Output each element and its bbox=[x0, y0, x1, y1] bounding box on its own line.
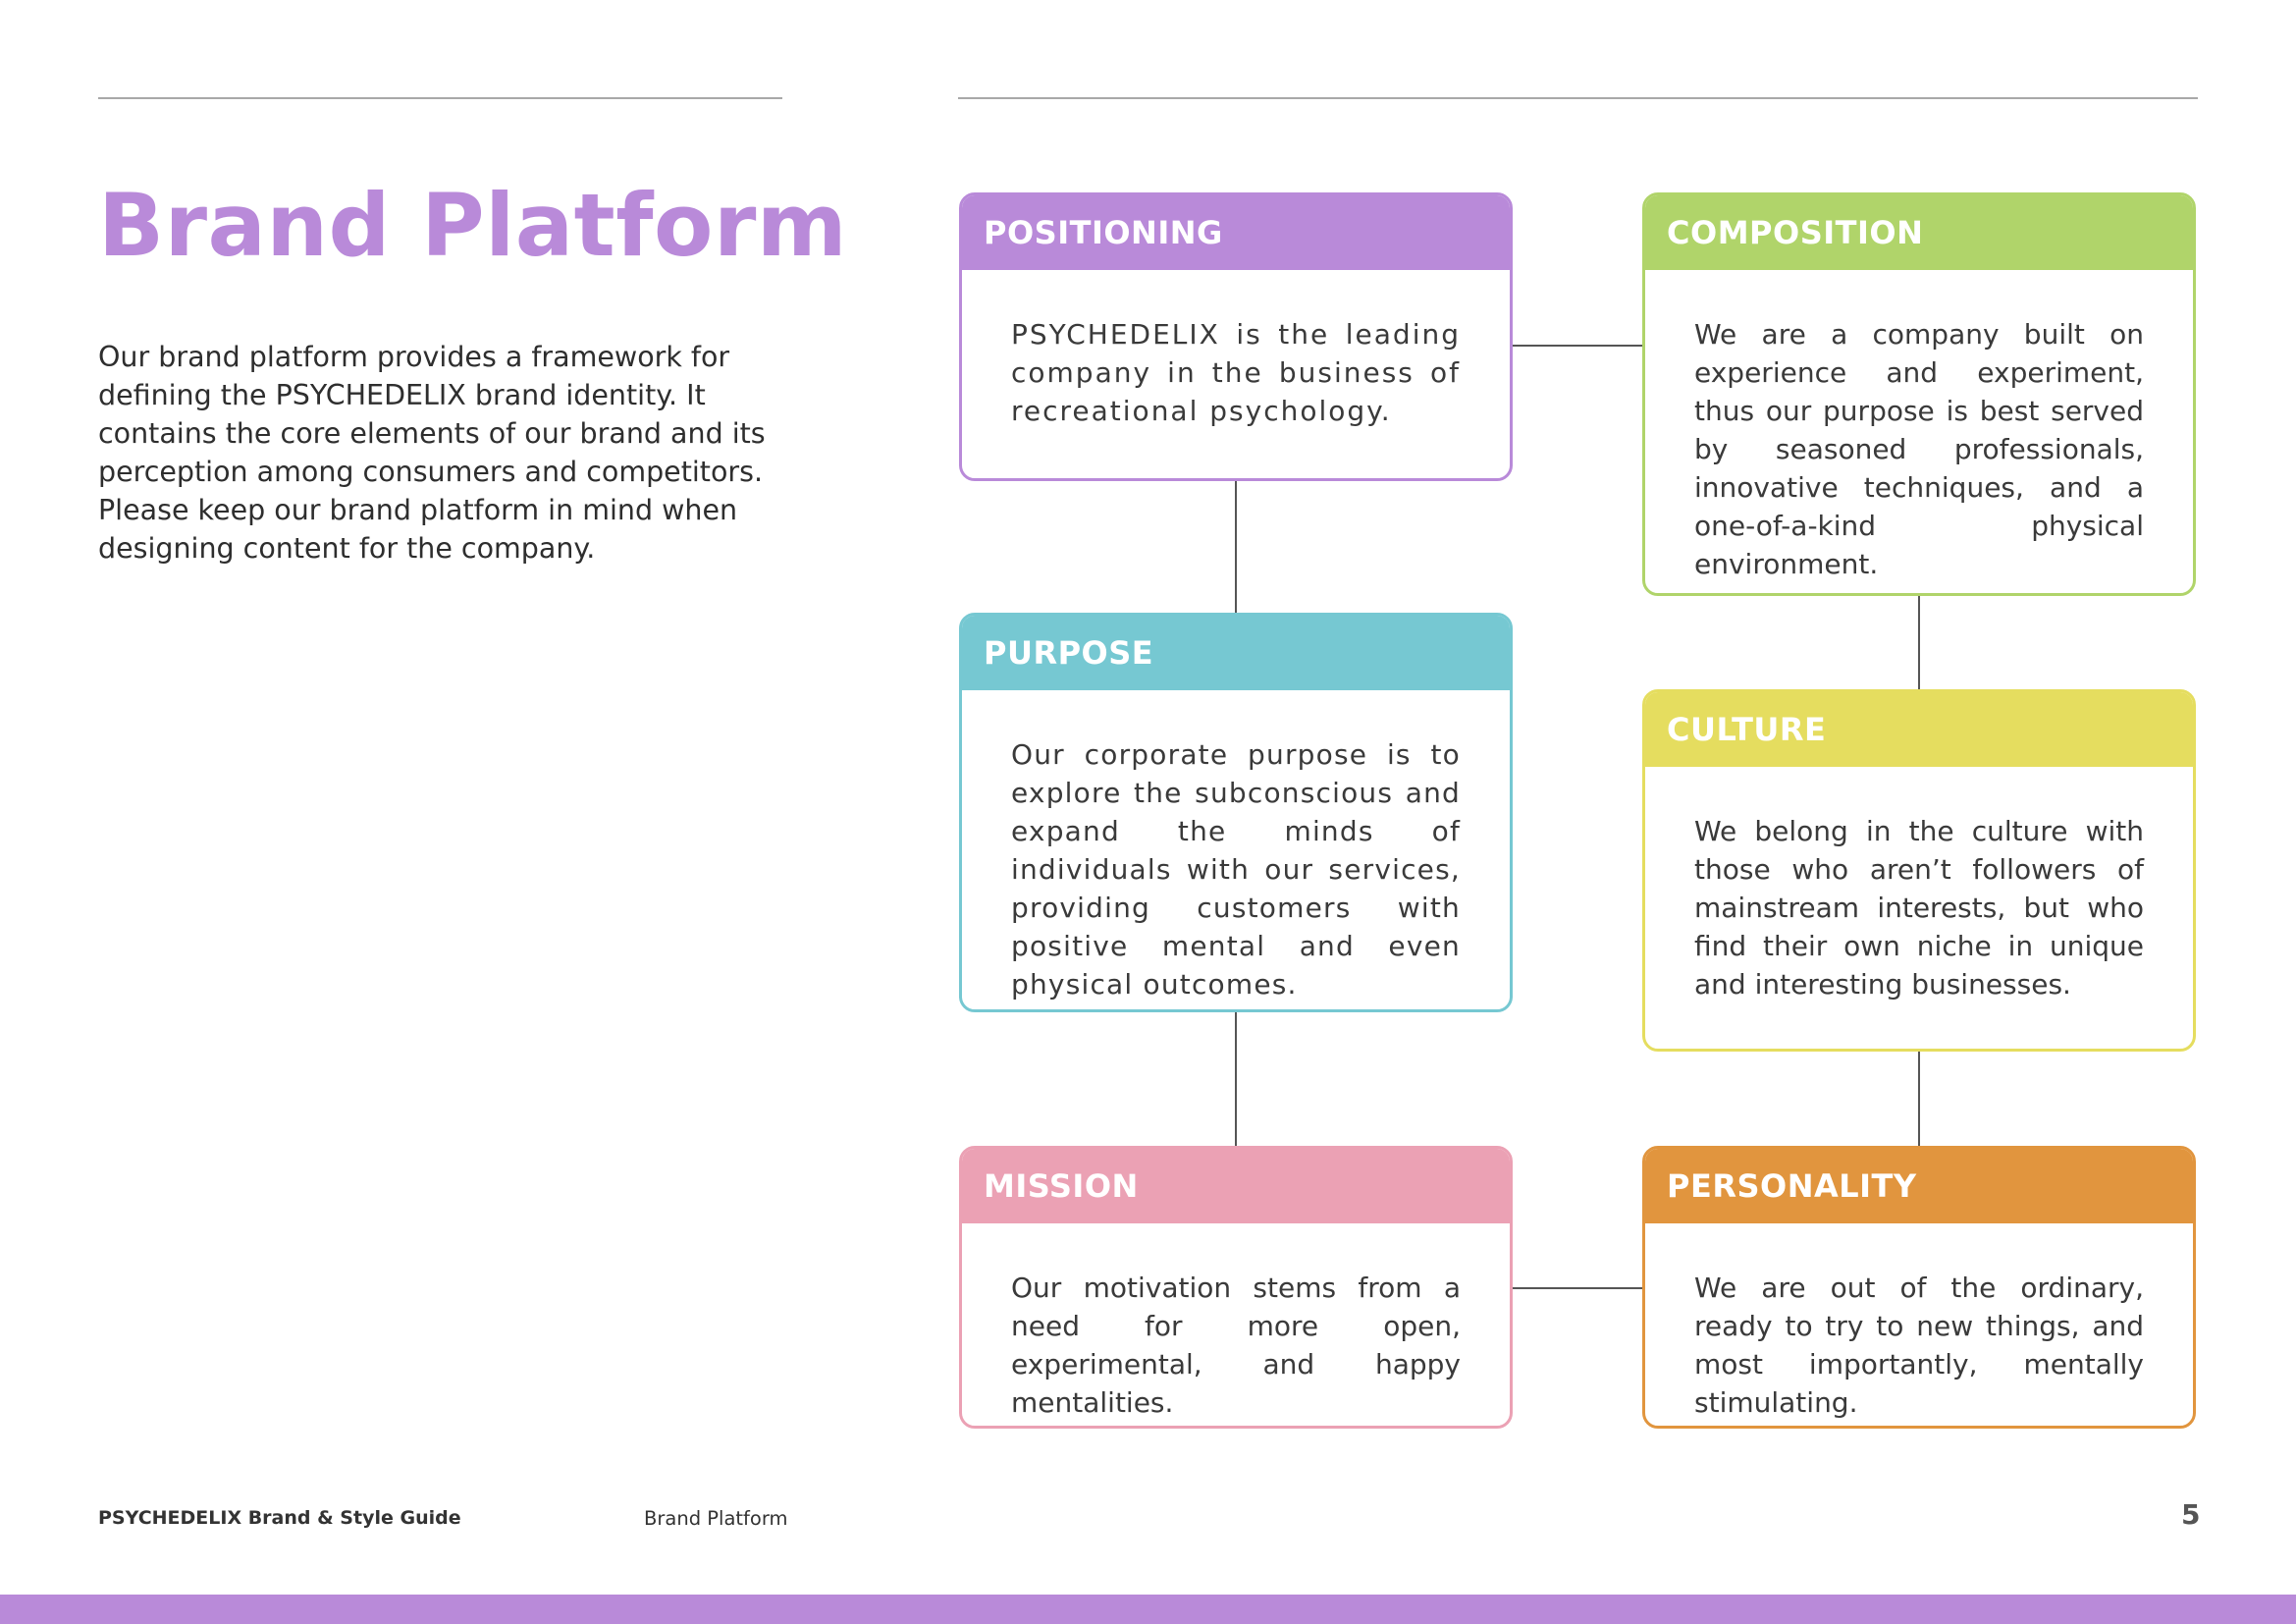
mission-text: Our motivation stems from a need for mor… bbox=[1011, 1272, 1461, 1419]
connector-mission-personality bbox=[1513, 1287, 1642, 1289]
top-rule-right bbox=[958, 97, 2198, 99]
connector-positioning-composition bbox=[1513, 345, 1642, 347]
mission-header: MISSION bbox=[962, 1149, 1510, 1223]
positioning-box: POSITIONING PSYCHEDELIX is the leading c… bbox=[959, 192, 1513, 481]
positioning-text: PSYCHEDELIX is the leading company in th… bbox=[1011, 318, 1461, 427]
culture-text: We belong in the culture with those who … bbox=[1694, 815, 2144, 1001]
purpose-box: PURPOSE Our corporate purpose is to expl… bbox=[959, 613, 1513, 1012]
personality-header: PERSONALITY bbox=[1645, 1149, 2193, 1223]
personality-box: PERSONALITY We are out of the ordinary, … bbox=[1642, 1146, 2196, 1429]
page-number: 5 bbox=[2181, 1498, 2201, 1531]
connector-positioning-purpose bbox=[1235, 481, 1237, 613]
connector-culture-personality bbox=[1918, 1052, 1920, 1146]
positioning-header: POSITIONING bbox=[962, 195, 1510, 270]
page-title: Brand Platform bbox=[98, 175, 848, 276]
intro-paragraph: Our brand platform provides a framework … bbox=[98, 341, 766, 565]
connector-purpose-mission bbox=[1235, 1012, 1237, 1146]
culture-box: CULTURE We belong in the culture with th… bbox=[1642, 689, 2196, 1052]
purpose-text: Our corporate purpose is to explore the … bbox=[1011, 738, 1461, 1001]
composition-box: COMPOSITION We are a company built on ex… bbox=[1642, 192, 2196, 596]
bottom-accent-bar bbox=[0, 1595, 2296, 1624]
top-rule-left bbox=[98, 97, 782, 99]
mission-box: MISSION Our motivation stems from a need… bbox=[959, 1146, 1513, 1429]
connector-composition-culture bbox=[1918, 596, 1920, 689]
personality-text: We are out of the ordinary, ready to try… bbox=[1694, 1272, 2144, 1419]
purpose-header: PURPOSE bbox=[962, 616, 1510, 690]
footer-section-name: Brand Platform bbox=[644, 1507, 788, 1530]
composition-text: We are a company built on experience and… bbox=[1694, 318, 2144, 580]
composition-header: COMPOSITION bbox=[1645, 195, 2193, 270]
footer-brand: PSYCHEDELIX Brand & Style Guide bbox=[98, 1507, 461, 1529]
culture-header: CULTURE bbox=[1645, 692, 2193, 767]
